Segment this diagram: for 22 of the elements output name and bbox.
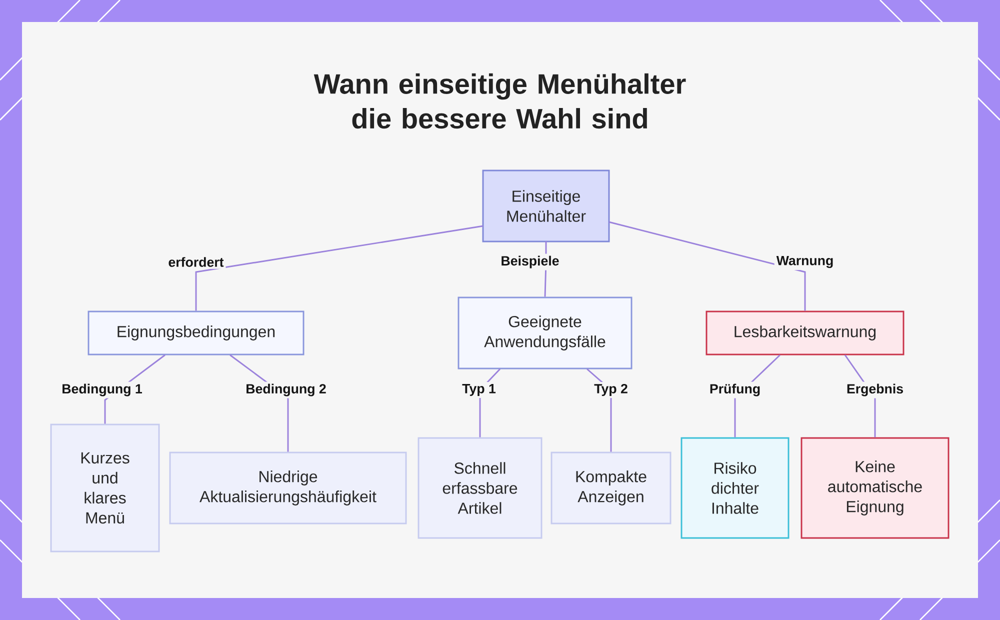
process-box: Risiko dichter Inhalte <box>680 437 790 539</box>
edge-label: Prüfung <box>707 382 763 398</box>
edge-label: Typ 1 <box>460 382 498 398</box>
edge-label: erfordert <box>166 255 226 269</box>
process-box: Kompakte Anzeigen <box>550 452 672 524</box>
edge-label: Warnung <box>774 254 836 270</box>
process-box: Lesbarkeitswarnung <box>706 310 904 356</box>
title: Wann einseitige Menühalter die bessere Wahl sind <box>314 73 686 129</box>
process-box: Niedrige Aktualisierungshäufigkeit <box>169 452 407 524</box>
process-box: Schnell erfassbare Artikel <box>418 437 542 539</box>
process-box: Einseitige Menühalter <box>482 170 610 242</box>
edge-label: Beispiele <box>498 254 562 270</box>
connector-line <box>195 225 484 311</box>
edge-label: Ergebnis <box>844 382 906 398</box>
process-box: Kurzes und klares Menü <box>50 424 160 552</box>
connector-line <box>608 221 806 311</box>
edge-label: Bedingung 2 <box>244 382 328 398</box>
edge-label: Bedingung 1 <box>60 382 144 398</box>
process-box: Keine automatische Eignung <box>800 437 950 539</box>
process-box: Geeignete Anwendungsfälle <box>458 296 632 370</box>
edge-label: Typ 2 <box>592 382 630 398</box>
process-box: Eignungsbedingungen <box>88 310 304 356</box>
